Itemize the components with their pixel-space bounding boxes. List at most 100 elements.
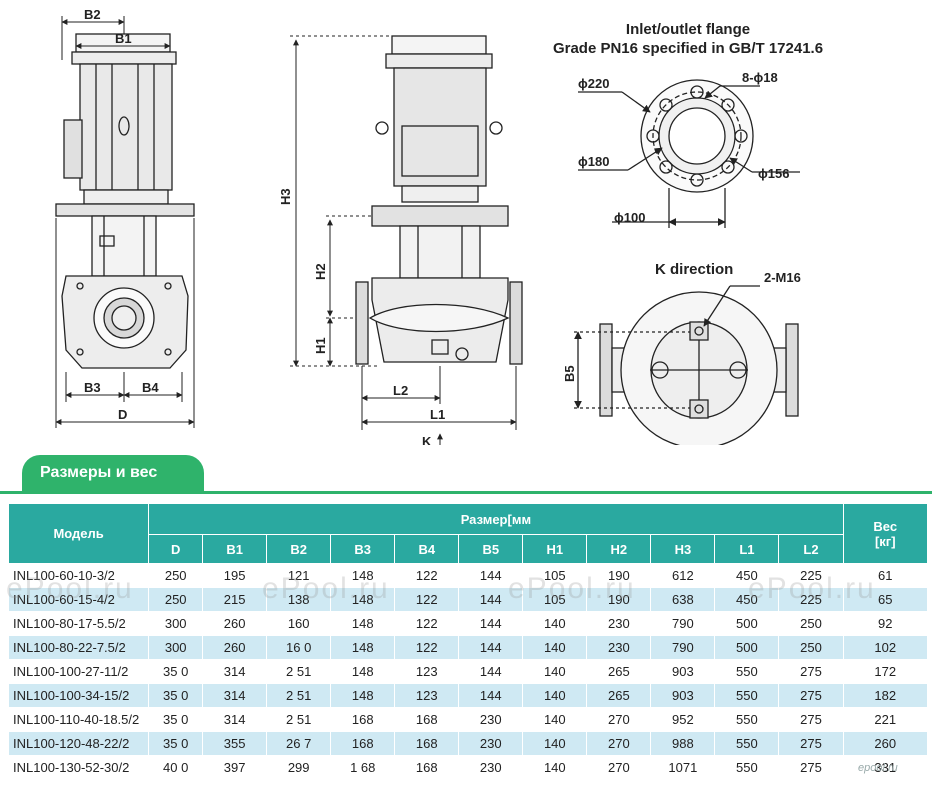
value-cell: 26 7 [266, 731, 332, 756]
value-cell: 144 [458, 683, 524, 708]
side-dimensions [290, 35, 517, 445]
value-cell: 148 [330, 659, 396, 684]
value-cell: 790 [650, 611, 716, 636]
value-cell: 140 [522, 611, 588, 636]
value-cell: 270 [586, 755, 652, 780]
value-cell: 140 [522, 659, 588, 684]
value-cell: 1 68 [330, 755, 396, 780]
flange-title-line1: Inlet/outlet flange [625, 21, 751, 38]
label-thread: 2-M16 [764, 270, 801, 285]
value-cell: 144 [458, 635, 524, 660]
value-cell: 35 0 [148, 707, 204, 732]
value-cell: 355 [202, 731, 268, 756]
value-cell: 230 [586, 611, 652, 636]
model-cell: INL100-120-48-22/2 [7, 731, 150, 756]
model-cell: INL100-130-52-30/2 [7, 755, 150, 780]
value-cell: 550 [714, 731, 780, 756]
value-cell: 450 [714, 563, 780, 588]
label-d: D [118, 407, 127, 422]
size-group-header: Размер[мм [148, 503, 844, 535]
value-cell: 190 [586, 563, 652, 588]
value-cell: 144 [458, 563, 524, 588]
value-cell: 450 [714, 587, 780, 612]
column-header: H1 [522, 534, 588, 564]
model-cell: INL100-80-22-7.5/2 [7, 635, 150, 660]
value-cell: 275 [778, 755, 844, 780]
weight-header-line1: Вес [873, 518, 898, 534]
value-cell: 148 [330, 587, 396, 612]
brand-logo-text: epool.ru [858, 762, 898, 774]
value-cell: 123 [394, 683, 460, 708]
value-cell: 550 [714, 755, 780, 780]
flange-view [578, 79, 800, 228]
value-cell: 105 [522, 587, 588, 612]
front-dimensions [55, 16, 195, 428]
k-direction-title: K direction [655, 261, 734, 278]
value-cell: 225 [778, 563, 844, 588]
section-title: Размеры и вес [22, 455, 204, 491]
value-cell: 122 [394, 587, 460, 612]
label-b2: B2 [84, 7, 101, 22]
value-cell: 121 [266, 563, 332, 588]
value-cell: 221 [842, 707, 929, 732]
value-cell: 270 [586, 707, 652, 732]
model-cell: INL100-110-40-18.5/2 [7, 707, 150, 732]
value-cell: 102 [842, 635, 929, 660]
value-cell: 122 [394, 611, 460, 636]
value-cell: 250 [148, 587, 204, 612]
value-cell: 148 [330, 635, 396, 660]
value-cell: 65 [842, 587, 929, 612]
label-b4: B4 [142, 380, 159, 395]
front-view [55, 33, 195, 369]
technical-drawing: B2 B1 B3 B4 D H3 H2 H1 L2 L1 K [55, 7, 801, 445]
value-cell: 225 [778, 587, 844, 612]
value-cell: 35 0 [148, 659, 204, 684]
value-cell: 168 [330, 707, 396, 732]
value-cell: 1071 [650, 755, 716, 780]
value-cell: 144 [458, 611, 524, 636]
value-cell: 195 [202, 563, 268, 588]
value-cell: 314 [202, 659, 268, 684]
k-direction-view [574, 285, 799, 445]
model-cell: INL100-60-15-4/2 [7, 587, 150, 612]
flange-title: Inlet/outlet flange Grade PN16 specified… [548, 20, 828, 58]
model-cell: INL100-100-27-11/2 [7, 659, 150, 684]
label-k: K [422, 434, 432, 445]
flange-title-line2: Grade PN16 specified in GB/T 17241.6 [552, 40, 824, 57]
value-cell: 172 [842, 659, 929, 684]
column-header: L1 [714, 534, 780, 564]
value-cell: 265 [586, 683, 652, 708]
value-cell: 16 0 [266, 635, 332, 660]
value-cell: 275 [778, 659, 844, 684]
value-cell: 550 [714, 683, 780, 708]
value-cell: 144 [458, 587, 524, 612]
value-cell: 140 [522, 731, 588, 756]
value-cell: 168 [330, 731, 396, 756]
value-cell: 2 51 [266, 707, 332, 732]
value-cell: 92 [842, 611, 929, 636]
value-cell: 250 [148, 563, 204, 588]
weight-header: Вес [кг] [842, 503, 929, 564]
weight-header-line2: [кг] [874, 533, 896, 549]
label-l2: L2 [393, 383, 408, 398]
value-cell: 2 51 [266, 659, 332, 684]
value-cell: 105 [522, 563, 588, 588]
value-cell: 550 [714, 707, 780, 732]
value-cell: 230 [458, 755, 524, 780]
value-cell: 140 [522, 755, 588, 780]
value-cell: 314 [202, 707, 268, 732]
value-cell: 230 [458, 707, 524, 732]
model-cell: INL100-60-10-3/2 [7, 563, 150, 588]
value-cell: 903 [650, 659, 716, 684]
model-cell: INL100-80-17-5.5/2 [7, 611, 150, 636]
label-b5: B5 [562, 365, 577, 382]
label-bolts: 8-ϕ18 [742, 70, 778, 85]
value-cell: 331 [842, 755, 929, 780]
value-cell: 275 [778, 707, 844, 732]
value-cell: 138 [266, 587, 332, 612]
value-cell: 168 [394, 755, 460, 780]
